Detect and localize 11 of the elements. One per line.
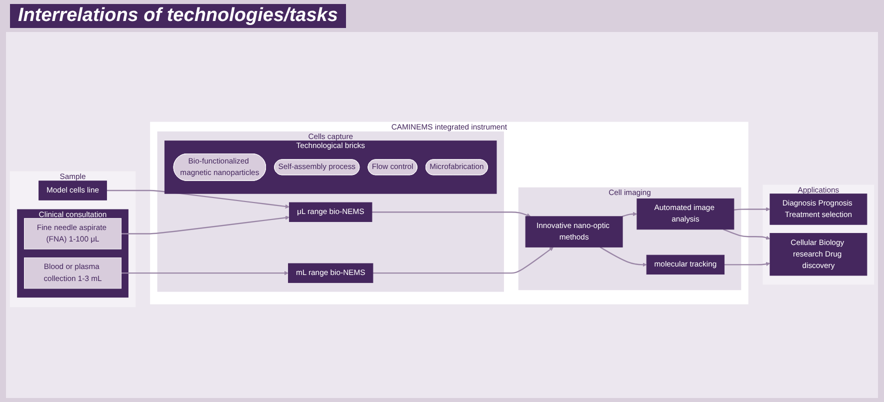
arrow bbox=[724, 262, 770, 267]
arrow bbox=[734, 208, 770, 212]
arrow bbox=[372, 212, 531, 218]
arrow bbox=[121, 271, 288, 276]
arrow bbox=[121, 216, 290, 235]
arrow bbox=[106, 190, 290, 210]
arrow bbox=[372, 247, 554, 274]
arrow bbox=[622, 212, 638, 218]
diagram-title: Interrelations of technologies/tasks bbox=[10, 4, 346, 28]
arrow bbox=[600, 247, 647, 268]
arrow bbox=[723, 229, 770, 240]
